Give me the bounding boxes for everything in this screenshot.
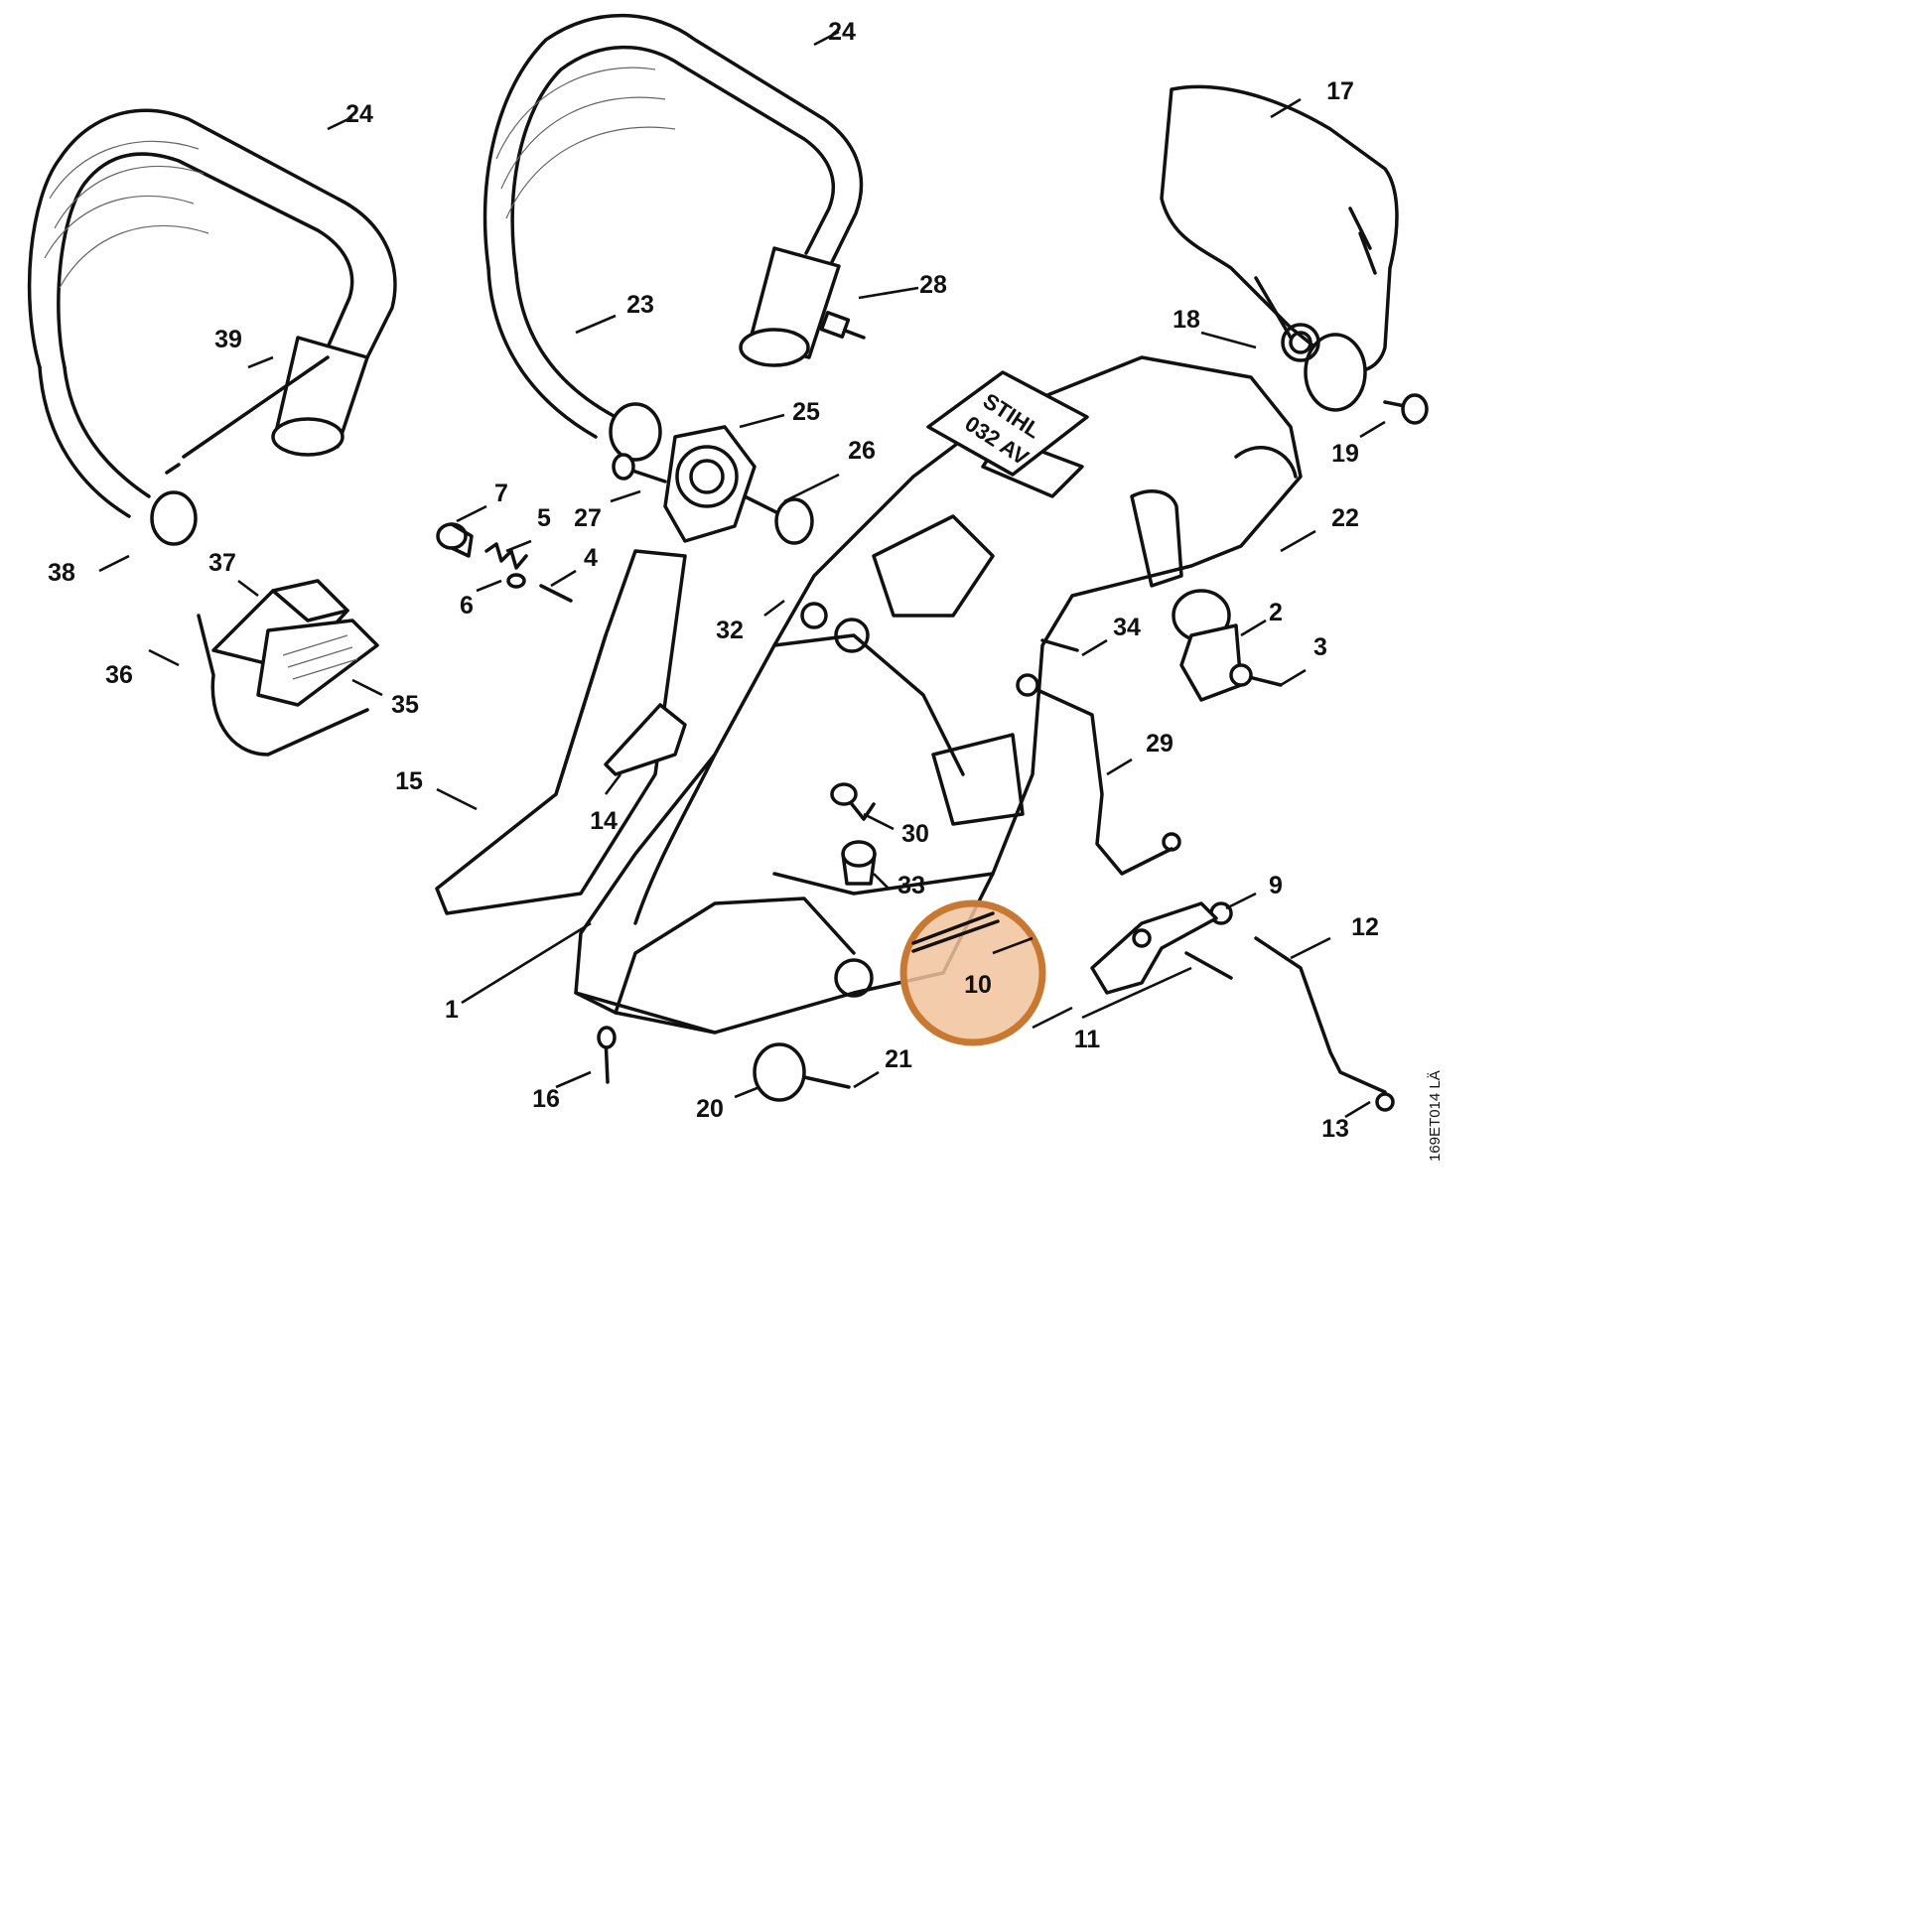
callout-14: 14 [590, 807, 618, 835]
callout-22: 22 [1331, 504, 1359, 532]
pin-34 [1040, 638, 1079, 652]
spring-18 [1254, 276, 1320, 362]
screw-27 [612, 453, 667, 483]
callout-32: 32 [716, 617, 744, 644]
callout-34: 34 [1113, 614, 1141, 641]
screw-21 [802, 1075, 851, 1089]
washer-6 [506, 573, 526, 589]
bolt-26 [743, 494, 814, 545]
callout-5: 5 [537, 504, 551, 532]
rod-12 [1254, 936, 1387, 1094]
callout-1: 1 [445, 996, 459, 1024]
clip-13 [1375, 1092, 1395, 1112]
callout-6: 6 [460, 592, 474, 620]
spring-5 [484, 542, 528, 570]
callout-3: 3 [1313, 633, 1327, 661]
bracket-25 [663, 425, 757, 543]
cover-15 [435, 549, 687, 915]
callout-38: 38 [48, 559, 75, 587]
bolt-39 [165, 355, 330, 475]
callout-4: 4 [584, 544, 598, 572]
callout-labels: 1 2 3 4 5 6 7 9 10 11 12 13 14 15 16 17 … [48, 18, 1379, 1143]
highlight-ring [899, 899, 1046, 1046]
pin-4 [539, 584, 573, 603]
wire-29 [1016, 673, 1181, 876]
callout-28: 28 [919, 271, 947, 299]
callout-37: 37 [208, 549, 236, 577]
callout-19: 19 [1331, 440, 1359, 468]
callout-15: 15 [395, 767, 423, 795]
screw-16 [597, 1026, 617, 1084]
trigger-14 [604, 703, 687, 776]
callout-21: 21 [885, 1045, 912, 1073]
drawing-code: 169ET014 LÄ [1427, 1070, 1444, 1162]
handlebar-left [27, 108, 397, 546]
callout-29: 29 [1146, 730, 1173, 758]
sleeve-33 [841, 840, 877, 886]
spring-10 [911, 911, 1000, 953]
main-housing-1 [574, 355, 1303, 1035]
callout-16: 16 [532, 1085, 560, 1113]
callout-36: 36 [105, 661, 133, 689]
buffer-20 [753, 1042, 806, 1102]
heating-element-35-36-37 [197, 579, 379, 757]
callout-39: 39 [214, 326, 242, 353]
screw-28 [819, 311, 866, 340]
mount-2 [1172, 589, 1243, 702]
callout-33: 33 [897, 872, 925, 899]
handlebar-center [483, 13, 864, 462]
callout-9: 9 [1269, 872, 1283, 899]
callout-27: 27 [574, 504, 602, 532]
callout-24-left: 24 [345, 100, 373, 128]
screw-19 [1383, 393, 1429, 425]
screw-30 [830, 782, 876, 821]
nameplate: STIHL 032 AV [926, 370, 1089, 477]
callout-7: 7 [494, 480, 508, 507]
leader-lines [98, 30, 1386, 1119]
lever-11 [1090, 901, 1233, 995]
callout-13: 13 [1321, 1115, 1349, 1143]
callout-10: 10 [964, 971, 992, 999]
hand-guard-17 [1160, 84, 1399, 412]
callout-35: 35 [391, 691, 419, 719]
callout-25: 25 [792, 398, 820, 426]
callout-20: 20 [696, 1095, 724, 1123]
callout-24-center: 24 [828, 18, 856, 46]
screw-3 [1229, 663, 1283, 687]
callout-26: 26 [848, 437, 876, 465]
callout-30: 30 [901, 820, 929, 848]
callout-23: 23 [626, 291, 654, 319]
callout-12: 12 [1351, 913, 1379, 941]
callout-18: 18 [1173, 306, 1200, 334]
callout-2: 2 [1269, 599, 1283, 626]
callout-17: 17 [1326, 77, 1354, 105]
cap-7 [436, 522, 474, 558]
callout-11: 11 [1074, 1026, 1101, 1053]
